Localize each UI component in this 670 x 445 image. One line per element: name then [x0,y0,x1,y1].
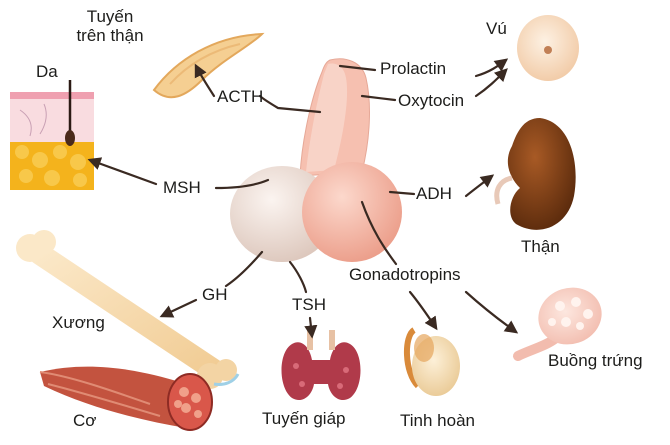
label-gonadotropins: Gonadotropins [349,266,461,285]
label-msh: MSH [163,179,201,198]
gonadotropins-ovary-arrow [466,292,516,332]
label-gh: GH [202,286,228,305]
label-adrenal-line1: Tuyến [64,8,156,27]
gh-connector [226,252,262,286]
label-kidney: Thận [521,238,560,257]
label-oxytocin: Oxytocin [398,92,464,111]
tsh-connector [290,262,306,292]
thyroid-illustration [282,330,361,400]
label-adh: ADH [416,185,452,204]
label-prolactin: Prolactin [380,60,446,79]
label-adrenal-gland: Tuyến trên thận [64,8,156,45]
label-bone: Xương [52,314,105,333]
kidney-illustration [508,118,576,230]
label-breast: Vú [486,20,507,39]
label-testis: Tinh hoàn [400,412,475,431]
muscle-illustration [40,367,212,430]
gh-arrow [162,300,196,316]
adh-arrow [466,176,492,196]
label-tsh: TSH [292,296,326,315]
label-muscle: Cơ [73,412,96,431]
bone-illustration [16,230,238,389]
gonadotropins-testis-arrow [410,292,436,328]
testis-illustration [407,330,460,396]
label-thyroid: Tuyến giáp [262,410,345,429]
label-adrenal-line2: trên thận [64,27,156,46]
ovary-illustration [518,279,609,356]
label-ovary: Buồng trứng [548,352,643,371]
skin-illustration [10,80,94,190]
posterior-lobe [302,162,402,262]
label-acth: ACTH [217,88,263,107]
msh-arrow [90,160,156,184]
label-skin: Da [36,63,58,82]
